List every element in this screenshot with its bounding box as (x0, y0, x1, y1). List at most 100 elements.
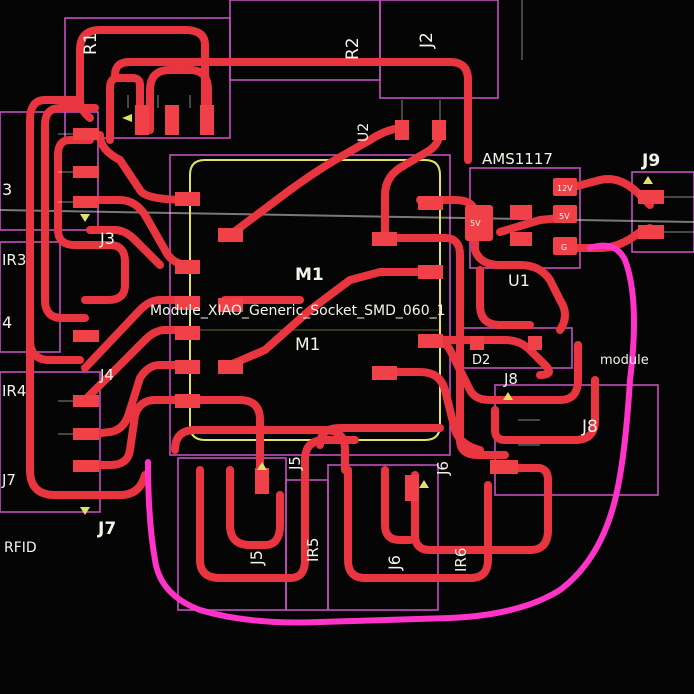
trace-r1-mid (106, 74, 144, 144)
trace-j5-loop (196, 436, 359, 582)
label-j6-top: J6 (434, 461, 452, 476)
label-pad-gnd: G (561, 243, 567, 252)
label-j5: J5 (247, 550, 266, 566)
j2-pad (432, 120, 446, 140)
trace-right-down (476, 266, 534, 329)
label-j7: J7 (97, 519, 116, 539)
trace-j3-to-m1 (54, 136, 129, 304)
courtyard-j6 (327, 464, 439, 611)
trace-reg-loop (471, 228, 569, 334)
d2-pad (470, 336, 484, 350)
j4-pad (73, 395, 99, 407)
courtyard-outlines (0, 0, 694, 611)
label-pad-5v-b: 5V (470, 219, 481, 228)
j8-pad (490, 460, 518, 474)
pin1-marker (257, 462, 267, 470)
trace-m1-right-top (381, 126, 444, 242)
j9-pad (638, 225, 664, 239)
trace-top-bus (111, 58, 472, 164)
label-u2: U2 (356, 123, 372, 142)
trace-j5-inner (226, 466, 284, 549)
courtyard-j9 (631, 171, 694, 253)
m1-pad (418, 196, 443, 210)
label-ir4: IR4 (2, 382, 26, 400)
m1-pad (175, 360, 200, 374)
label-4: 4 (2, 313, 12, 332)
m1-pad (418, 334, 443, 348)
trace-j7-outer (26, 336, 149, 499)
d2-pad (528, 336, 542, 350)
trace-left-inner (96, 131, 194, 204)
j7-pad (73, 460, 99, 472)
j9-pad (638, 190, 664, 204)
trace-reg-out (496, 214, 564, 236)
label-u1: U1 (508, 271, 530, 290)
label-j8-ref: J8 (503, 370, 518, 388)
label-m1-value: Module_XIAO_Generic_Socket_SMD_060_1 (150, 303, 446, 319)
trace-m1-diag-2 (226, 268, 434, 369)
label-pad-5v: 5V (559, 212, 570, 221)
trace-m1-right-bottom (411, 464, 552, 554)
label-j7-left: J7 (1, 471, 16, 489)
u2-pad (553, 237, 577, 255)
trace-m1-right-low (381, 368, 484, 454)
m1-pad (218, 228, 243, 242)
trace-m1-diag-1 (226, 124, 404, 239)
label-j4: J4 (99, 366, 114, 384)
u1-pad-vin (465, 205, 493, 241)
j3-pad (73, 128, 99, 140)
r1-pad (165, 105, 179, 135)
pin1-marker (419, 480, 429, 488)
j3-pad (73, 166, 99, 178)
r1-pad (135, 105, 149, 135)
trace-left-outer (26, 96, 84, 364)
label-rfid: RFID (4, 540, 37, 556)
label-j3: J3 (99, 229, 115, 248)
m1-pad (372, 232, 397, 246)
j4-pad (73, 330, 99, 342)
j5-pad (255, 468, 269, 494)
r1-pad (200, 105, 214, 135)
trace-j3-low (86, 226, 164, 269)
label-r2: R2 (343, 37, 363, 60)
m1-pad (218, 298, 243, 312)
label-j5-top: J5 (286, 456, 304, 471)
trace-bottom-bus (316, 424, 444, 449)
silkscreen-labels: R1 R2 J2 AMS1117 J9 U1 U2 M1 Module_XIAO… (1, 32, 660, 572)
label-r1: R1 (81, 32, 101, 55)
label-m1-ref2: M1 (295, 335, 320, 355)
label-j6: J6 (385, 555, 404, 571)
m1-pad (218, 360, 243, 374)
footprint-leads (58, 95, 694, 446)
label-j8: J8 (581, 417, 598, 437)
courtyard-m1 (169, 154, 451, 456)
m1-pad (175, 260, 200, 274)
m1-pad (418, 265, 443, 279)
label-ams1117: AMS1117 (482, 150, 553, 168)
m1-pad (372, 366, 397, 380)
pin1-marker (122, 114, 132, 122)
trace-m1-left-2 (81, 326, 194, 404)
trace-m1-left-1 (81, 296, 194, 372)
pin1-marker (80, 507, 90, 515)
trace-j6-loop (344, 466, 492, 582)
label-ir3: IR3 (2, 251, 26, 269)
label-module: module (600, 353, 649, 368)
u2-pad (553, 178, 577, 196)
u1-pad (510, 205, 532, 219)
label-j9: J9 (641, 151, 660, 171)
trace-m1-right-mid (381, 234, 509, 459)
board-edges (0, 0, 694, 223)
trace-left-loop (41, 104, 99, 322)
u1-pad (510, 232, 532, 246)
board-edge-line (0, 209, 694, 223)
label-m1-ref: M1 (295, 265, 324, 285)
j6-pad (405, 475, 419, 501)
trace-m1-bottom-left (186, 396, 264, 489)
pin1-markers (80, 114, 653, 515)
label-j2: J2 (417, 32, 437, 49)
trace-m1-left-3 (81, 361, 194, 439)
trace-j6-inner (381, 466, 414, 544)
courtyard-j7 (0, 371, 101, 513)
